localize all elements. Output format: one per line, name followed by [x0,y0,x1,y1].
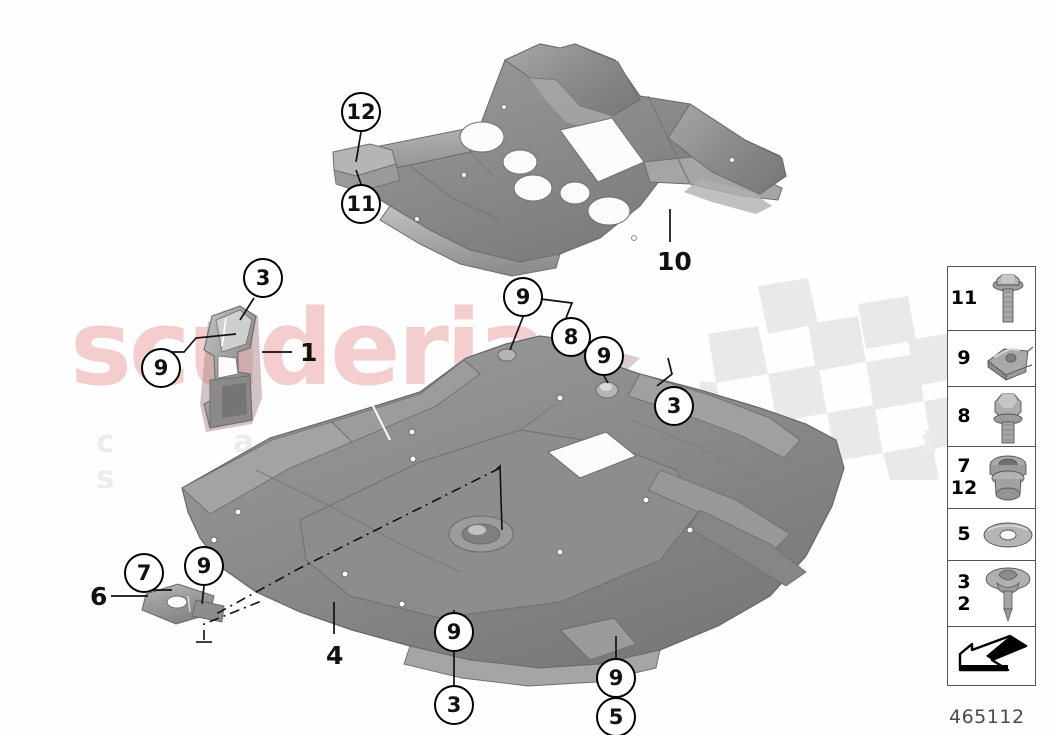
legend-row-numbers: 5 [948,522,980,545]
part-1-air-duct [200,305,262,432]
callout-3-lower-mid[interactable]: 3 [434,685,474,725]
callout-9-bracket[interactable]: 9 [184,546,224,586]
callout-3-right-mount[interactable]: 3 [654,386,694,426]
legend-number: 2 [957,592,971,615]
legend-row-9[interactable]: 9 [948,331,1035,387]
watermark-subtitle-text: c a r p a r t s [96,424,991,496]
legend-number: 9 [957,346,971,369]
legend-number: 8 [957,404,971,427]
expanding-rivet-clip-icon [980,561,1035,626]
part-10-reinforcement-plate [332,43,787,277]
callout-1-duct[interactable]: 1 [300,338,318,367]
parts-legend: 11 9 [947,266,1036,686]
legend-row-8[interactable]: 8 [948,387,1035,447]
legend-number: 3 [957,570,971,593]
callout-4-underpanel[interactable]: 4 [326,641,344,670]
legend-row-numbers: 9 [948,346,980,369]
callout-9-right-mount[interactable]: 9 [584,336,624,376]
spring-nut-clip-icon [980,331,1035,386]
legend-number: 5 [957,522,971,545]
callout-9-duct[interactable]: 9 [141,348,181,388]
legend-row-7-12[interactable]: 7 12 [948,447,1035,509]
rubber-grommet-mount-icon [980,447,1035,508]
callout-3-duct[interactable]: 3 [243,258,283,298]
legend-row-numbers: 3 2 [948,570,980,615]
callout-9-lower-right[interactable]: 9 [596,658,636,698]
legend-row-11[interactable]: 11 [948,267,1035,331]
callout-12-top[interactable]: 12 [341,92,381,132]
legend-row-numbers: 8 [948,404,980,427]
hex-flange-bolt-long-icon [980,267,1035,330]
legend-number: 7 [957,454,971,477]
legend-number: 12 [950,476,978,499]
diagram-reference-number: 465112 [949,706,1025,728]
legend-row-5[interactable]: 5 [948,509,1035,561]
legend-row-3-2[interactable]: 3 2 [948,561,1035,627]
leader-lines [111,131,673,685]
legend-number: 11 [950,286,978,309]
legend-row-direction [948,627,1035,685]
callout-6-bracket[interactable]: 6 [90,582,108,611]
hex-flange-bolt-short-icon [980,387,1035,446]
callout-10-panel[interactable]: 10 [657,247,692,276]
callout-11-upper[interactable]: 11 [341,184,381,224]
legend-row-numbers: 11 [948,286,980,309]
part-4-underbody-shield-panel [181,335,845,687]
callout-7-bracket[interactable]: 7 [124,553,164,593]
callout-9-left-mount[interactable]: 9 [503,277,543,317]
callout-9-lower-mid[interactable]: 9 [434,612,474,652]
direction-arrow-icon [948,627,1035,685]
flat-washer-icon [980,509,1035,560]
legend-row-numbers: 7 12 [948,454,980,499]
callout-5-lower-right[interactable]: 5 [596,697,636,735]
